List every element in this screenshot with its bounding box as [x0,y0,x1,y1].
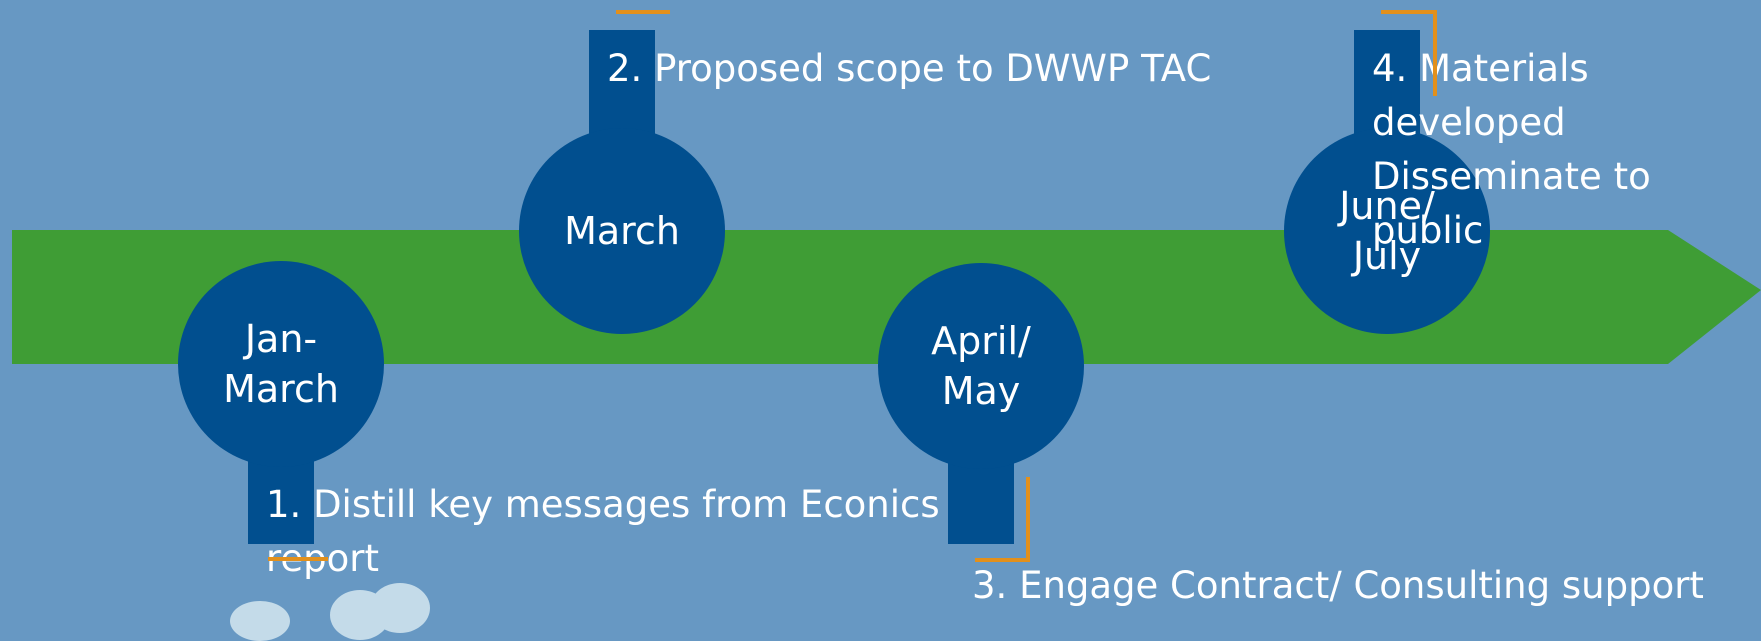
milestone-1-circle: Jan- March [178,261,384,467]
milestone-1-label: 1. Distill key messages from Econics rep… [266,483,940,580]
cloud-puff-1 [230,601,290,641]
milestone-3-circle: April/ May [878,263,1084,469]
milestone-4-label: 4. Materials developed Disseminate to pu… [1372,47,1651,252]
milestone-2-date: March [564,208,680,253]
accent-line-top [616,10,670,14]
accent-bracket-3-h [975,558,1030,562]
milestone-2-label: 2. Proposed scope to DWWP TAC [607,47,1212,90]
accent-bracket-3-v [1026,477,1030,562]
cloud-decoration [220,580,500,641]
milestone-3-date: April/ May [931,318,1031,413]
accent-line-1 [268,557,328,561]
milestone-2-circle: March [519,128,725,334]
milestone-3-label: 3. Engage Contract/ Consulting support [972,564,1704,607]
milestone-4-circle: June/ July [1284,128,1490,334]
cloud-puff-3 [370,583,430,633]
milestone-1-date: Jan- March [223,316,339,411]
milestone-4-date: June/ July [1339,183,1435,278]
accent-bracket-4-v [1433,10,1437,96]
accent-bracket-4-h [1381,10,1437,14]
